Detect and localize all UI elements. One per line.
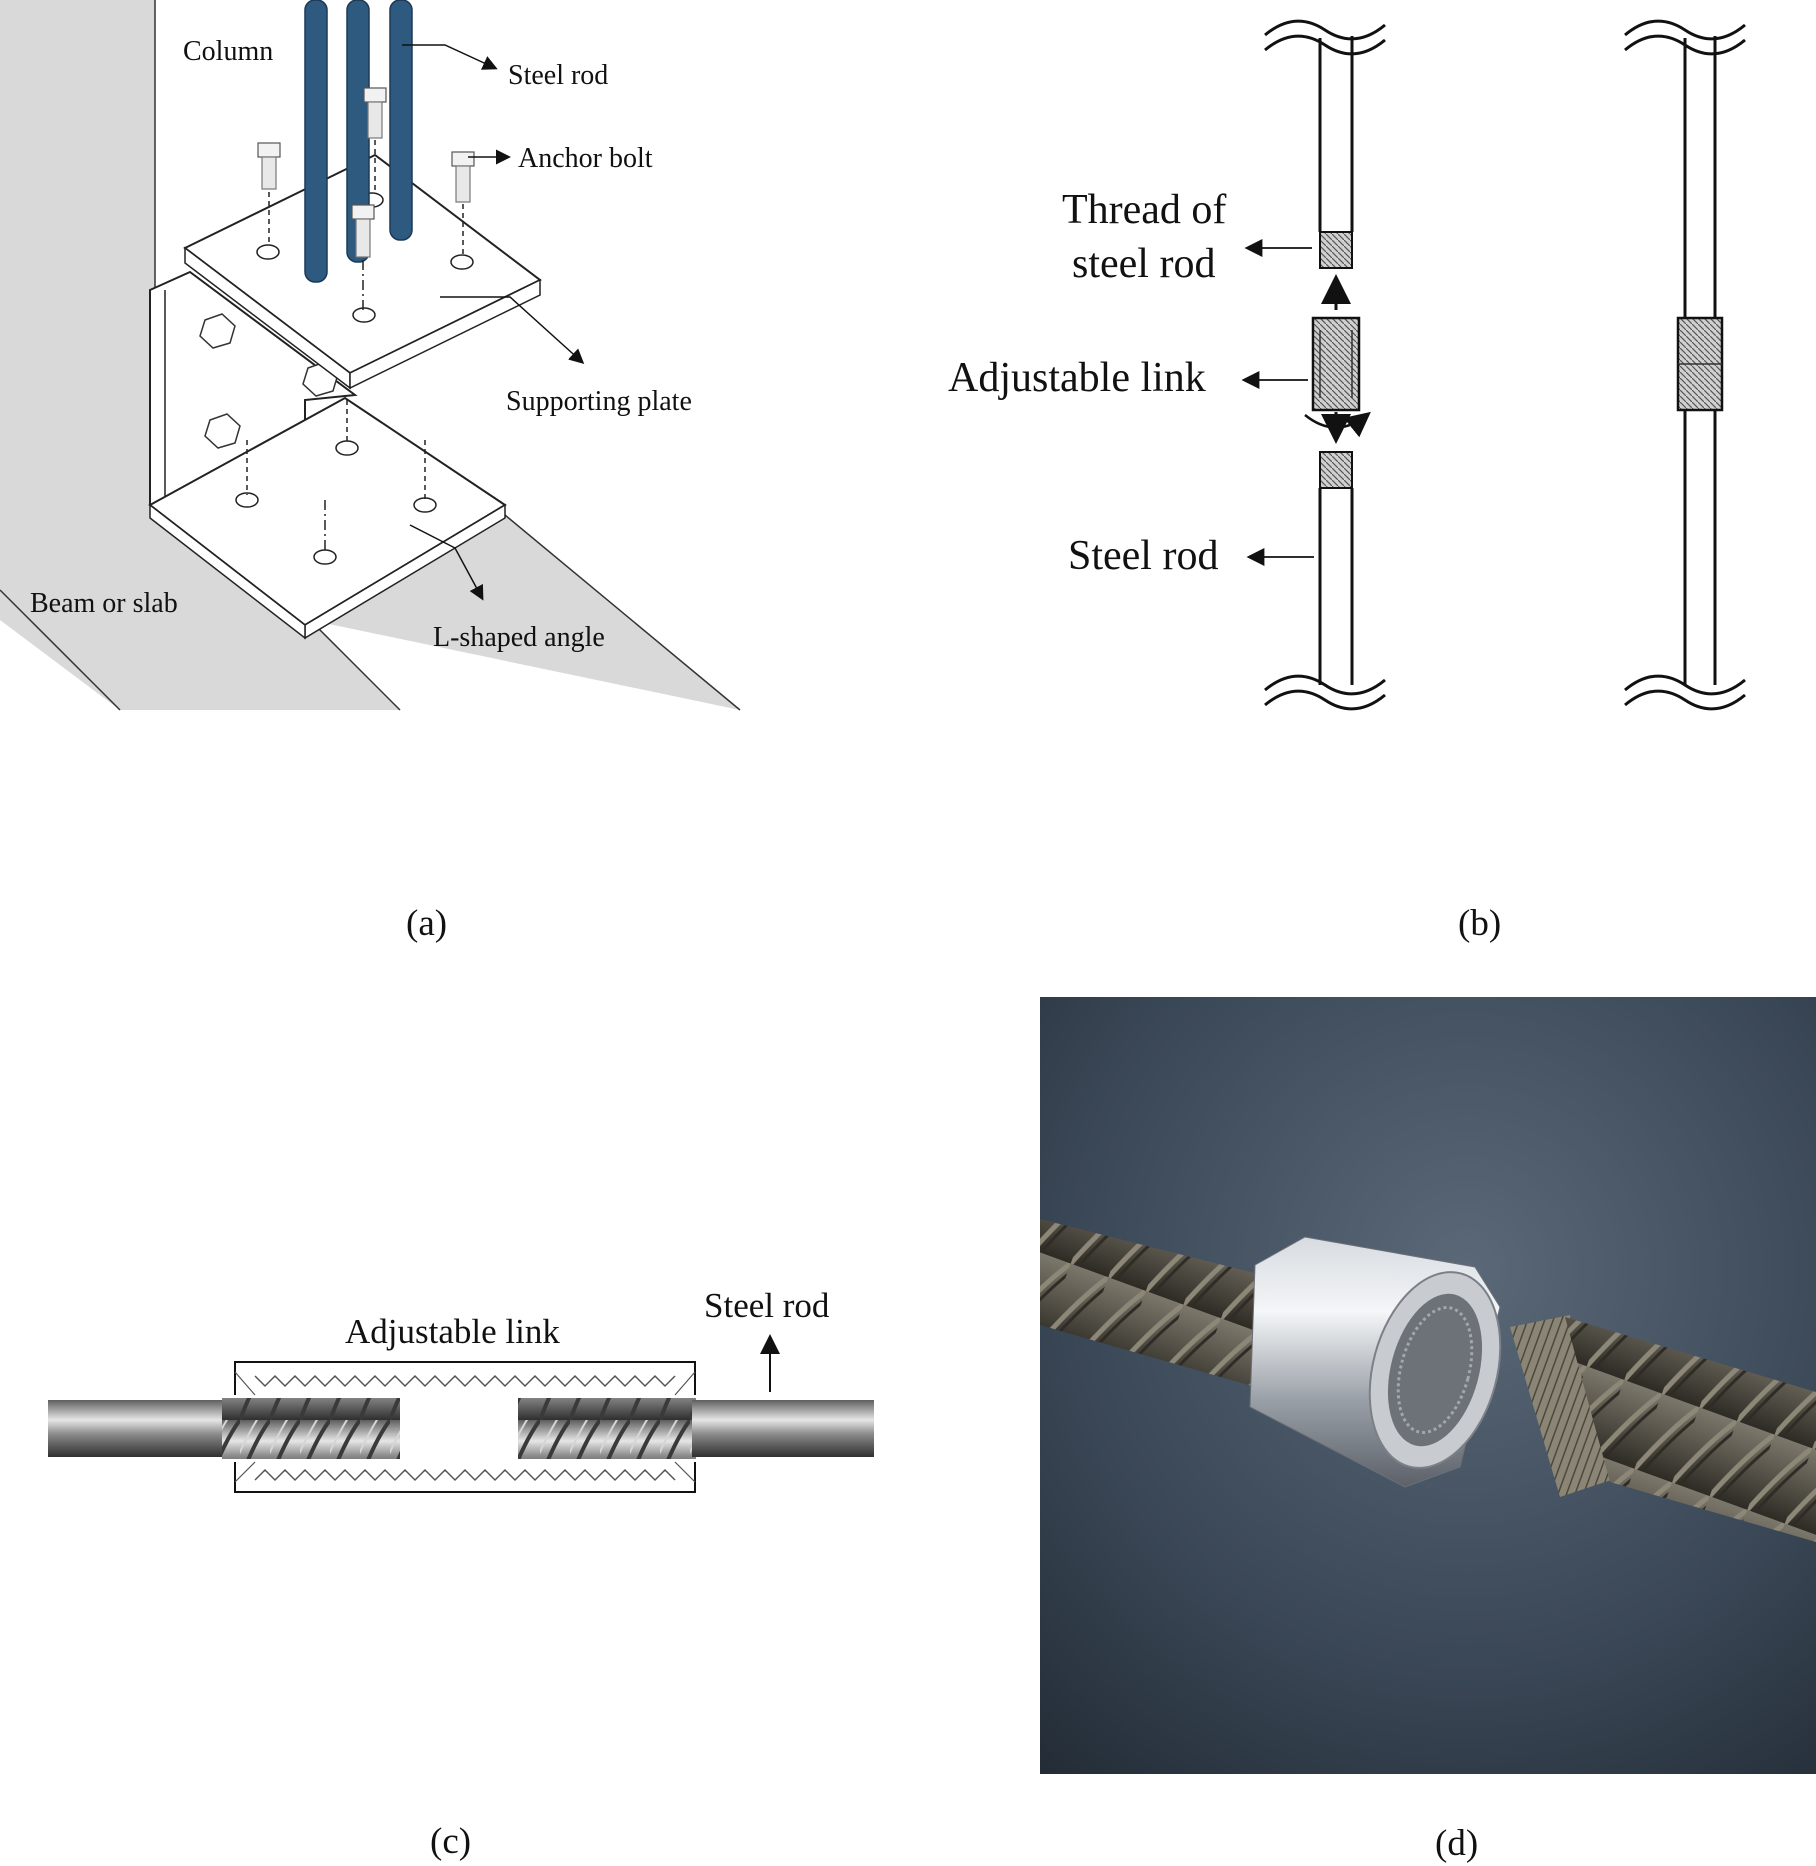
beam-slab-left bbox=[0, 620, 400, 710]
caption-a: (a) bbox=[406, 903, 448, 944]
lower-rod-thread bbox=[1319, 451, 1353, 489]
hole-angle-1 bbox=[235, 492, 259, 508]
right-rebar-thread bbox=[1510, 1315, 1620, 1497]
column-rod-3 bbox=[389, 0, 413, 241]
rod-left-plain bbox=[48, 1400, 226, 1457]
panel-d-photo bbox=[1040, 997, 1816, 1774]
panel-b: Thread of steel rod Adjustable link Stee… bbox=[900, 0, 1816, 960]
panel-d: (d) bbox=[1040, 997, 1816, 1866]
hole-angle-4 bbox=[313, 549, 337, 565]
nut-1 bbox=[199, 313, 236, 349]
rod-left-ribbed bbox=[222, 1398, 400, 1459]
upper-steel-rod bbox=[1264, 19, 1386, 269]
adjustable-link-c bbox=[234, 1361, 696, 1493]
panel-a-drawing bbox=[0, 0, 741, 711]
nut-3 bbox=[204, 413, 241, 449]
supporting-plate-leader bbox=[440, 296, 585, 365]
label-adjustable-link-c: Adjustable link bbox=[345, 1312, 560, 1351]
panel-a: Column Steel rod Anchor bolt Supporting … bbox=[0, 0, 760, 944]
label-steel-rod-a: Steel rod bbox=[508, 60, 609, 91]
hole-plate-2 bbox=[450, 254, 474, 270]
label-anchor-bolt: Anchor bolt bbox=[518, 143, 653, 174]
label-thread-line1: Thread of bbox=[1062, 187, 1227, 233]
anchor-bolt-2 bbox=[363, 87, 387, 194]
label-steel-rod-c: Steel rod bbox=[704, 1286, 830, 1325]
hole-plate-1 bbox=[256, 244, 280, 260]
column-rod-1 bbox=[304, 0, 328, 283]
label-l-shaped-angle: L-shaped angle bbox=[433, 622, 605, 653]
label-column: Column bbox=[183, 36, 274, 67]
hole-plate-3 bbox=[352, 307, 376, 323]
upper-rod-thread bbox=[1319, 231, 1353, 269]
label-beam-or-slab: Beam or slab bbox=[30, 588, 178, 619]
rod-right-ribbed bbox=[518, 1398, 696, 1459]
lower-steel-rod bbox=[1264, 451, 1386, 711]
anchor-bolt-1 bbox=[257, 142, 281, 246]
joined-steel-rod bbox=[1624, 19, 1746, 711]
l-angle-leader bbox=[409, 524, 484, 601]
anchor-bolt-4 bbox=[351, 204, 375, 310]
hole-angle-3 bbox=[413, 497, 437, 513]
hole-angle-2 bbox=[335, 440, 359, 456]
panel-b-drawing bbox=[1241, 19, 1746, 711]
right-rebar bbox=[1565, 1317, 1816, 1542]
label-thread-line2: steel rod bbox=[1072, 241, 1216, 287]
label-steel-rod-b: Steel rod bbox=[1068, 533, 1219, 579]
panel-c: Adjustable link Steel rod (c) bbox=[0, 1000, 900, 1866]
panel-c-drawing bbox=[48, 1334, 874, 1493]
caption-c: (c) bbox=[430, 1821, 472, 1862]
left-rebar bbox=[1040, 1219, 1290, 1397]
label-adjustable-link-b: Adjustable link bbox=[948, 355, 1206, 401]
caption-d: (d) bbox=[1435, 1823, 1479, 1864]
steel-rod-leader bbox=[402, 44, 498, 70]
anchor-bolt-3 bbox=[451, 151, 475, 256]
caption-b: (b) bbox=[1458, 903, 1502, 944]
adjustable-link-b bbox=[1311, 316, 1361, 412]
label-supporting-plate: Supporting plate bbox=[506, 386, 692, 417]
rod-right-plain bbox=[692, 1400, 874, 1457]
